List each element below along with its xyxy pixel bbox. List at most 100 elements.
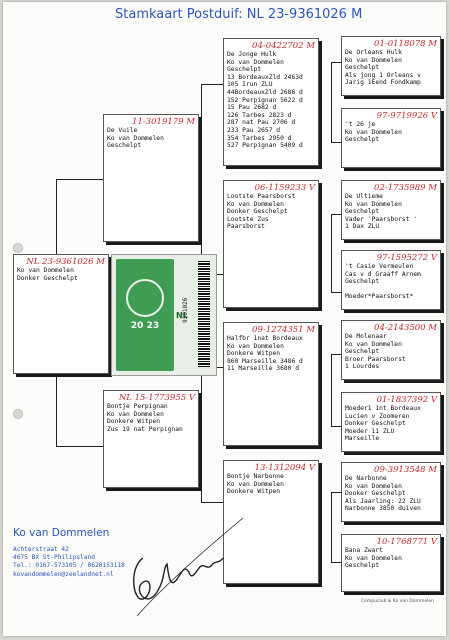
- ring-number: 13-1312094 V: [254, 463, 315, 473]
- detail-line: De Orleans Hulk: [345, 49, 402, 56]
- detail-line: Bontje Narbonne: [227, 473, 284, 480]
- connector-line: [331, 62, 332, 142]
- detail-line: Donkere Witpen: [107, 418, 161, 426]
- detail-line: 't 26 je: [345, 121, 376, 128]
- detail-line: De Molenaar: [345, 333, 387, 340]
- ring-number: 04-2143500 M: [374, 323, 437, 333]
- card-emblem: 20 23: [116, 259, 174, 371]
- detail-line: 527 Perpignan 5409 d: [227, 142, 303, 150]
- ring-number: 09-3913548 M: [374, 465, 437, 475]
- detail-line: 4675 BX St-Philipsland: [13, 554, 95, 562]
- ring-number: 97-1595272 V: [376, 253, 437, 263]
- detail-line: Donker Geschelpt: [345, 490, 406, 498]
- detail-line: kovandommelen@zeelandnet.nl: [13, 570, 114, 578]
- owner-name: Ko van Dommelen: [13, 527, 110, 539]
- detail-line: Geschelpt: [345, 208, 380, 216]
- detail-line: Donker Geschelpt: [17, 274, 78, 282]
- connector-line: [331, 214, 341, 215]
- detail-line: 1 Dax ZLU: [345, 223, 380, 231]
- ring-number: 04-0422702 M: [252, 41, 315, 51]
- detail-line: Ko van Dommelen: [345, 200, 402, 208]
- card-year: 20 23: [130, 321, 160, 331]
- detail-line: 13 BordeauxZld 2463d: [227, 73, 303, 81]
- detail-line: Tel.: 0167-573105 / 0620153118: [13, 562, 125, 570]
- footer-credit: Compuclub & Ko van Dommelen: [361, 599, 435, 604]
- emblem-circle-icon: [126, 279, 164, 317]
- barcode-icon: [198, 261, 210, 367]
- detail-line: Ko van Dommelen: [107, 134, 164, 142]
- detail-line: [345, 286, 437, 294]
- detail-line: Lucien v Zoomeren: [345, 412, 410, 420]
- connector-line: [201, 367, 202, 502]
- detail-line: Achterstraat 42: [13, 546, 69, 553]
- connector-line: [56, 179, 103, 180]
- detail-line: De Narbonne: [345, 475, 387, 482]
- detail-line: 287 nat Pau 2706 d: [227, 119, 296, 127]
- detail-line: 354 Tarbes 2950 d: [227, 134, 292, 142]
- ring-number: 09-1274351 M: [252, 325, 315, 335]
- detail-line: Cas v d Graaff Arnem: [345, 270, 421, 278]
- connector-line: [201, 84, 202, 274]
- detail-line: 1 Lourdes: [345, 363, 380, 371]
- ring-number: 01-1837392 V: [376, 395, 437, 405]
- detail-line: 233 Pau 2657 d: [227, 126, 281, 134]
- detail-line: Als jong 1 Orleans v: [345, 71, 421, 79]
- detail-line: Moeder1 1nt Bordeaux: [345, 405, 421, 412]
- detail-line: Geschelpt: [345, 278, 380, 286]
- pedigree-sheet: Stamkaart Postduif: NL 23-9361026 M NL 2…: [3, 2, 446, 636]
- detail-line: Geschelpt: [345, 562, 380, 570]
- detail-line: Ko van Dommelen: [107, 410, 164, 418]
- detail-line: Bontje Perpignan: [107, 403, 168, 410]
- ring-number: 02-1735989 M: [374, 183, 437, 193]
- detail-line: Ko van Dommelen: [345, 340, 402, 348]
- detail-line: Ko van Dommelen: [17, 267, 74, 274]
- punch-hole: [13, 409, 23, 419]
- ring-number: 97-9719926 V: [376, 111, 437, 121]
- detail-line: 126 Tarbes 2823 d: [227, 111, 292, 119]
- connector-line: [56, 179, 57, 255]
- connector-line: [331, 354, 332, 426]
- detail-line: 105 Irun ZLU: [227, 81, 273, 89]
- connector-line: [331, 562, 341, 563]
- signature-icon: [133, 517, 244, 617]
- ring-number: 11-3019179 M: [132, 117, 195, 127]
- connector-line: [56, 374, 57, 446]
- detail-line: Paarsborst: [227, 223, 265, 231]
- detail-line: Ko van Dommelen: [227, 200, 284, 208]
- detail-line: Halfbr 1nat Bordeaux: [227, 335, 303, 342]
- detail-line: Ko van Dommelen: [227, 480, 284, 488]
- connector-line: [331, 292, 341, 293]
- card-ring-number: 9361026: [182, 297, 189, 323]
- detail-line: Jarig 1Eend Fondkamp: [345, 79, 421, 87]
- ring-number: NL 15-1773955 V: [118, 393, 195, 403]
- detail-line: Bana Zwart: [345, 547, 383, 554]
- detail-line: Geschelpt: [345, 348, 380, 356]
- connector-line: [331, 62, 341, 63]
- detail-line: 15 Pau 2682 d: [227, 104, 277, 112]
- detail-line: Ko van Dommelen: [345, 56, 402, 64]
- detail-line: 860 Marseille 3486 d: [227, 357, 303, 365]
- detail-line: Broer Paarsborst: [345, 355, 406, 363]
- detail-line: 11 Marseille 3680 d: [227, 365, 300, 373]
